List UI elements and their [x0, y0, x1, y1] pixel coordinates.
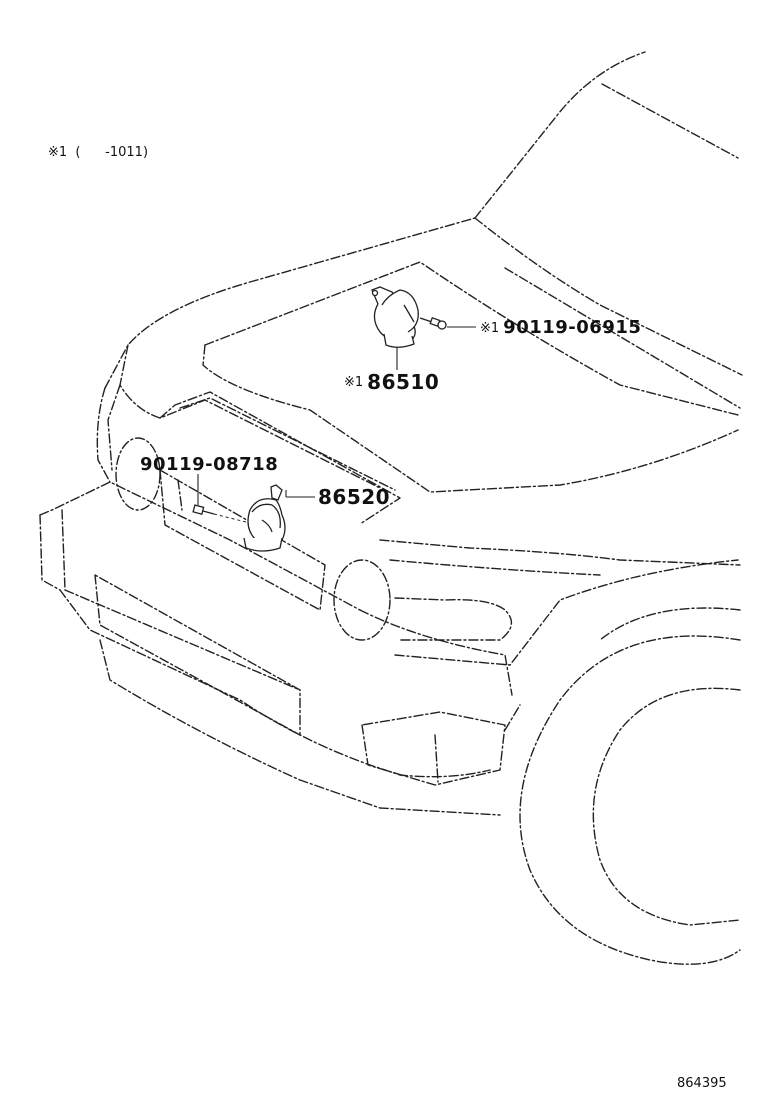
part-number-86520: 86520: [318, 485, 391, 509]
note-mark: ※1: [48, 145, 68, 160]
callout-86510[interactable]: ※1 86510: [344, 372, 439, 392]
part-number-90119-06915: 90119-06915: [503, 317, 642, 338]
part-number-86510: 86510: [367, 370, 440, 394]
part-number-90119-08718: 90119-08718: [140, 454, 279, 475]
callout-86520[interactable]: 86520: [318, 487, 390, 507]
callout-mark: ※1: [480, 320, 500, 336]
horn-86520-drawing: [192, 484, 286, 552]
illustration-id: 864395: [677, 1076, 727, 1091]
callout-mark: ※1: [344, 374, 364, 390]
callout-90119-08718[interactable]: 90119-08718: [140, 456, 278, 474]
applicability-note: ※1 ( -1011): [48, 146, 148, 159]
horn-86510-drawing: [371, 286, 447, 348]
callout-90119-06915[interactable]: ※1 90119-06915: [480, 319, 641, 337]
note-text: ( -1011): [75, 145, 149, 160]
